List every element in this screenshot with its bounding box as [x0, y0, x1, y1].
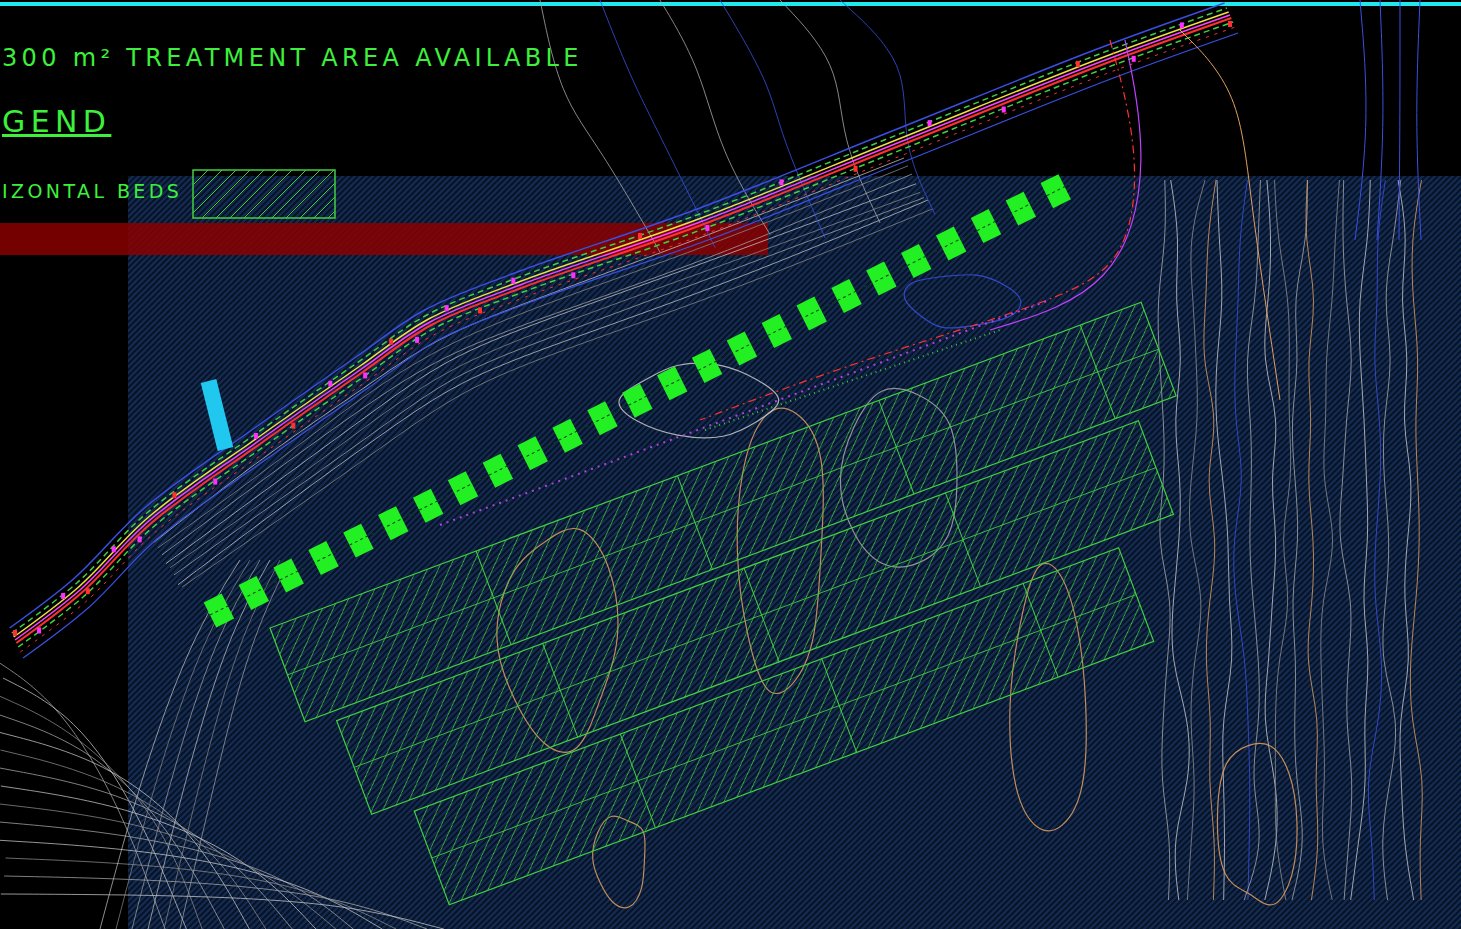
- hatched-region: [128, 176, 1461, 929]
- legend-text: IZONTAL BEDS: [2, 180, 182, 202]
- contour-lines: [0, 0, 1422, 929]
- marker: [201, 379, 233, 451]
- text-holder: 300 m² TREATMENT AREA AVAILABLE: [2, 44, 583, 72]
- treatment-beds: [270, 302, 1254, 929]
- legend-swatch: [193, 170, 335, 218]
- border-line: [0, 2, 1461, 6]
- legend-heading: GEND: [2, 104, 111, 139]
- text-holder: GEND: [2, 104, 111, 139]
- title-note: 300 m² TREATMENT AREA AVAILABLE: [2, 44, 583, 72]
- text-holder: IZONTAL BEDS: [2, 180, 182, 202]
